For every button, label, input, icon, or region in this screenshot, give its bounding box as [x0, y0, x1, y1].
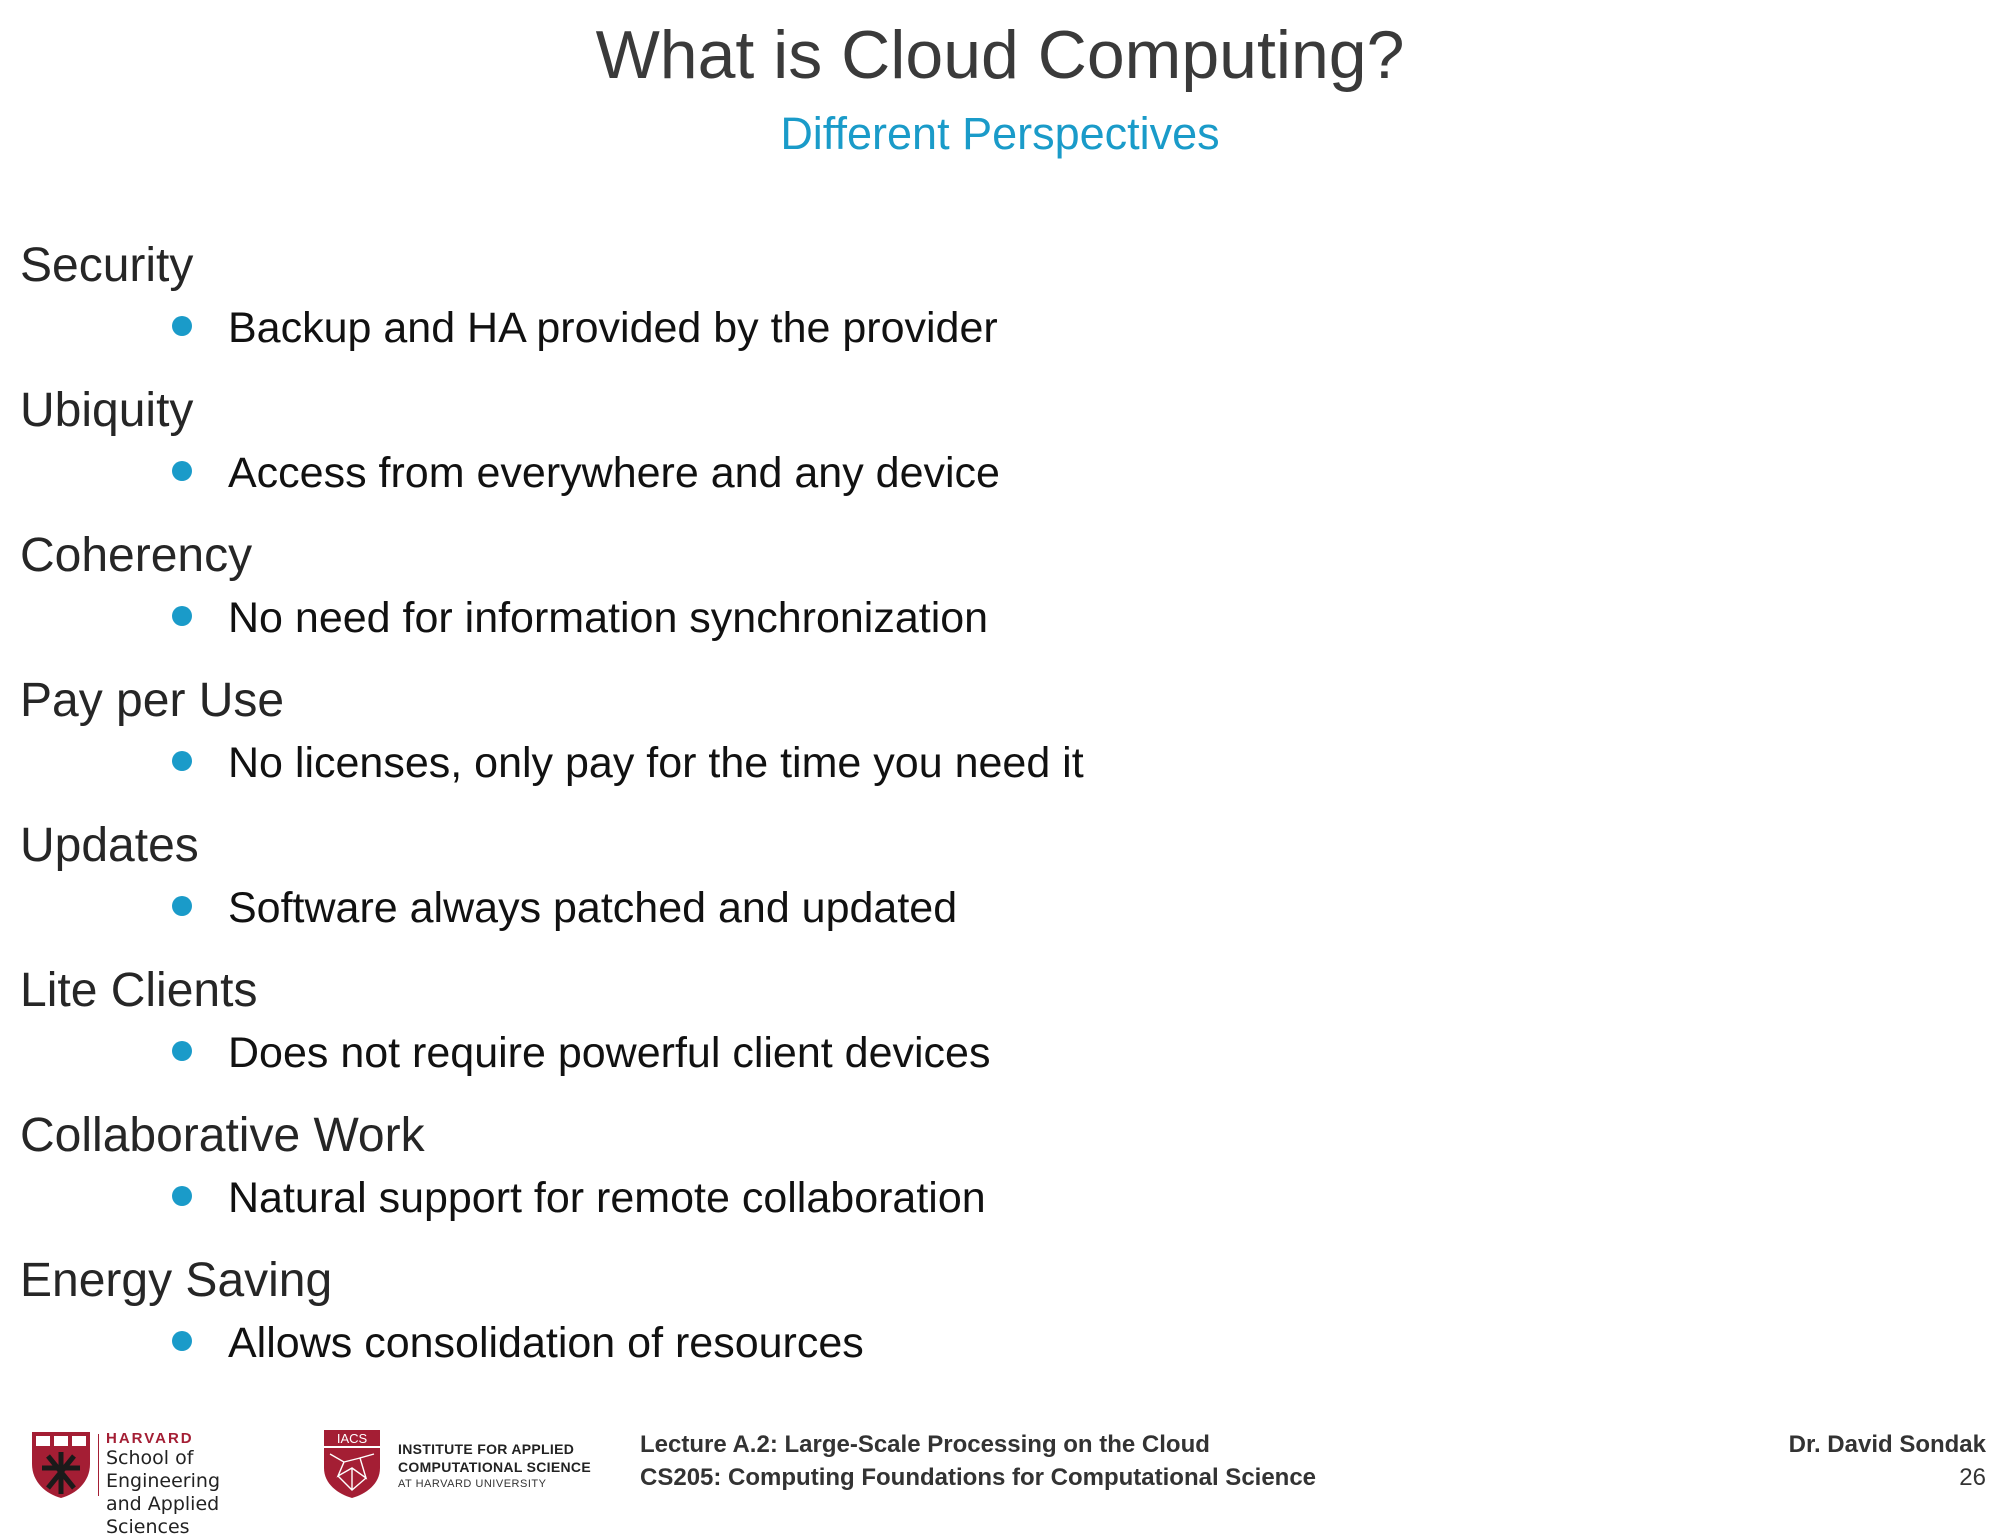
bullet-item: No licenses, only pay for the time you n… [172, 735, 1084, 791]
bullet-text: Does not require powerful client devices [228, 1029, 991, 1077]
bullet-icon [172, 1331, 192, 1351]
author-info: Dr. David Sondak 26 [1789, 1428, 1986, 1494]
course-title: CS205: Computing Foundations for Computa… [640, 1464, 1317, 1491]
lecture-info: Lecture A.2: Large-Scale Processing on t… [640, 1428, 1316, 1494]
section-security: Security Backup and HA provided by the p… [20, 236, 1920, 381]
bullet-text: Backup and HA provided by the provider [228, 304, 998, 352]
lecture-title: Lecture A.2: Large-Scale Processing on t… [640, 1431, 1210, 1458]
seas-line-1: School of Engineering [106, 1447, 220, 1492]
logo-divider [98, 1434, 99, 1496]
bullet-text: No licenses, only pay for the time you n… [228, 739, 1084, 787]
bullet-icon [172, 1041, 192, 1061]
bullet-item: No need for information synchronization [172, 590, 988, 646]
perspectives-list: Security Backup and HA provided by the p… [20, 236, 1920, 1396]
iacs-mark-text: IACS [337, 1431, 368, 1446]
iacs-line-2: COMPUTATIONAL SCIENCE [398, 1459, 591, 1475]
iacs-wordmark: INSTITUTE FOR APPLIED COMPUTATIONAL SCIE… [398, 1440, 591, 1492]
harvard-shield-icon [32, 1432, 90, 1498]
section-heading: Updates [20, 819, 199, 872]
section-ubiquity: Ubiquity Access from everywhere and any … [20, 381, 1920, 526]
iacs-line-3: AT HARVARD UNIVERSITY [398, 1478, 547, 1490]
section-heading: Pay per Use [20, 674, 285, 727]
section-heading: Security [20, 239, 194, 292]
bullet-item: Allows consolidation of resources [172, 1315, 864, 1371]
bullet-item: Access from everywhere and any device [172, 445, 1000, 501]
section-heading: Energy Saving [20, 1254, 333, 1307]
slide-footer: HARVARD School of Engineering and Applie… [0, 1420, 2000, 1538]
slide-subtitle: Different Perspectives [780, 108, 1220, 159]
bullet-item: Backup and HA provided by the provider [172, 300, 998, 356]
bullet-item: Software always patched and updated [172, 880, 957, 936]
bullet-item: Natural support for remote collaboration [172, 1170, 986, 1226]
section-pay-per-use: Pay per Use No licenses, only pay for th… [20, 671, 1920, 816]
iacs-logo: IACS INSTITUTE FOR APPLIED COMPUTATIONAL… [322, 1428, 612, 1500]
section-coherency: Coherency No need for information synchr… [20, 526, 1920, 671]
bullet-text: No need for information synchronization [228, 594, 989, 642]
bullet-icon [172, 1186, 192, 1206]
bullet-text: Software always patched and updated [228, 884, 958, 932]
section-updates: Updates Software always patched and upda… [20, 816, 1920, 961]
bullet-item: Does not require powerful client devices [172, 1025, 990, 1081]
bullet-text: Natural support for remote collaboration [228, 1174, 986, 1222]
author-name: Dr. David Sondak [1788, 1431, 1986, 1458]
bullet-icon [172, 751, 192, 771]
bullet-icon [172, 896, 192, 916]
section-lite-clients: Lite Clients Does not require powerful c… [20, 961, 1920, 1106]
bullet-icon [172, 461, 192, 481]
slide-title: What is Cloud Computing? [595, 17, 1405, 93]
bullet-text: Allows consolidation of resources [228, 1319, 864, 1367]
bullet-icon [172, 316, 192, 336]
harvard-label: HARVARD [106, 1430, 194, 1447]
iacs-shield-icon: IACS [324, 1430, 380, 1498]
iacs-line-1: INSTITUTE FOR APPLIED [398, 1441, 575, 1457]
bullet-icon [172, 606, 192, 626]
page-number: 26 [1959, 1464, 1986, 1491]
seas-logo: HARVARD School of Engineering and Applie… [28, 1428, 298, 1538]
seas-wordmark: HARVARD School of Engineering and Applie… [106, 1430, 298, 1539]
section-collaborative-work: Collaborative Work Natural support for r… [20, 1106, 1920, 1251]
bullet-text: Access from everywhere and any device [228, 449, 1000, 497]
section-heading: Collaborative Work [20, 1109, 425, 1162]
section-energy-saving: Energy Saving Allows consolidation of re… [20, 1251, 1920, 1396]
section-heading: Coherency [20, 529, 253, 582]
section-heading: Lite Clients [20, 964, 258, 1017]
section-heading: Ubiquity [20, 384, 194, 437]
